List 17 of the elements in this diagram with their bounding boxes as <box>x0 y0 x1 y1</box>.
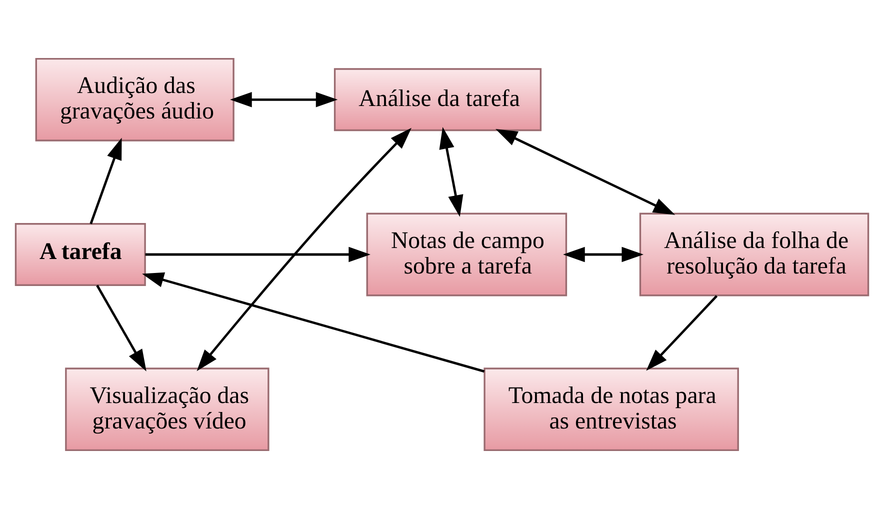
node-box: A tarefa <box>14 222 146 286</box>
node-box: Visualização das gravações vídeo <box>65 367 270 451</box>
arrow <box>90 137 122 224</box>
arrow <box>439 126 464 216</box>
arrow <box>145 246 370 262</box>
arrow <box>496 128 676 214</box>
node-box: Tomada de notas para as entrevistas <box>484 367 739 451</box>
node-box: Análise da folha de resolução da tarefa <box>639 212 870 296</box>
node-box: Notas de campo sobre a tarefa <box>366 212 568 296</box>
arrow <box>96 284 146 371</box>
arrow <box>563 246 644 262</box>
arrow <box>230 92 338 107</box>
arrow <box>196 127 412 371</box>
node-box: Audição das gravações áudio <box>35 57 234 141</box>
node-box: Análise da tarefa <box>334 68 542 131</box>
arrow <box>646 294 718 370</box>
arrow <box>142 272 485 372</box>
